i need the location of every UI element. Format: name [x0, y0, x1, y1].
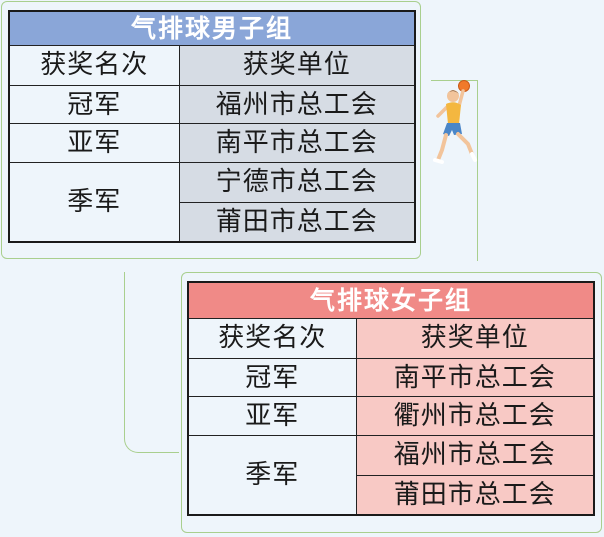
connector-line-left — [124, 272, 179, 453]
men-group-card: 气排球男子组 获奖名次 获奖单位 冠军 福州市总工会 亚军 南平市总工会 季军 … — [1, 1, 421, 259]
women-header-unit: 获奖单位 — [355, 317, 595, 360]
connector-line-right — [431, 80, 478, 261]
men-third-rank: 季军 — [8, 161, 180, 243]
women-champion-unit: 南平市总工会 — [355, 358, 595, 398]
women-third-unit-1: 福州市总工会 — [355, 434, 595, 477]
women-header-rank: 获奖名次 — [187, 317, 357, 360]
men-runner-up-unit: 南平市总工会 — [178, 123, 416, 163]
men-third-unit-2: 莆田市总工会 — [178, 202, 416, 243]
men-header-rank: 获奖名次 — [8, 44, 180, 87]
men-champion-unit: 福州市总工会 — [178, 85, 416, 125]
men-award-table: 气排球男子组 获奖名次 获奖单位 冠军 福州市总工会 亚军 南平市总工会 季军 … — [8, 10, 417, 243]
women-group-card: 气排球女子组 获奖名次 获奖单位 冠军 南平市总工会 亚军 衢州市总工会 季军 … — [181, 272, 602, 533]
men-champion-rank: 冠军 — [8, 85, 180, 125]
women-champion-rank: 冠军 — [187, 358, 357, 398]
men-runner-up-rank: 亚军 — [8, 123, 180, 163]
women-third-rank: 季军 — [187, 434, 357, 516]
women-runner-up-rank: 亚军 — [187, 396, 357, 436]
volleyball-player-icon — [433, 80, 477, 164]
women-table-title: 气排球女子组 — [187, 281, 595, 319]
women-award-table: 气排球女子组 获奖名次 获奖单位 冠军 南平市总工会 亚军 衢州市总工会 季军 … — [187, 281, 596, 516]
men-third-unit-1: 宁德市总工会 — [178, 161, 416, 204]
men-table-title: 气排球男子组 — [8, 10, 416, 46]
men-header-unit: 获奖单位 — [178, 44, 416, 87]
women-runner-up-unit: 衢州市总工会 — [355, 396, 595, 436]
women-third-unit-2: 莆田市总工会 — [355, 475, 595, 516]
